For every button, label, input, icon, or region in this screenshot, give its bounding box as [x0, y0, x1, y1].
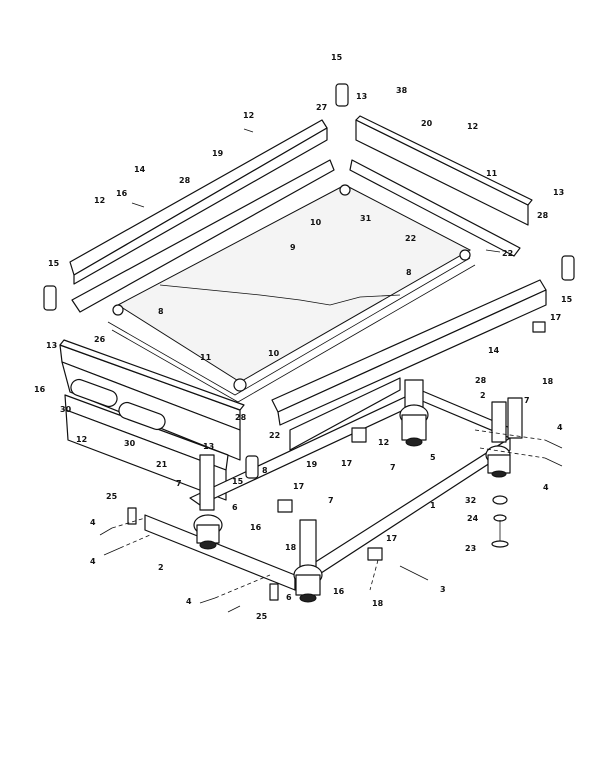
callout-19: 19 [306, 460, 318, 469]
callout-7: 7 [176, 479, 182, 488]
callout-5: 5 [430, 453, 436, 462]
callout-16: 16 [34, 385, 46, 394]
corner-pocket-center [245, 455, 259, 479]
apron-front-right [289, 377, 401, 451]
callout-21: 21 [156, 460, 168, 469]
callout-28: 28 [475, 376, 487, 385]
callout-1: 1 [430, 501, 436, 510]
callout-18: 18 [285, 543, 297, 552]
rail-front-right [271, 279, 547, 426]
callout-11: 11 [200, 353, 212, 362]
callout-15: 15 [331, 53, 343, 62]
leg-post-right [507, 397, 523, 439]
callout-6: 6 [286, 593, 292, 602]
rail-back-left [69, 119, 328, 285]
callout-7: 7 [390, 463, 396, 472]
callout-15: 15 [232, 477, 244, 486]
callout-28: 28 [537, 211, 549, 220]
callout-2: 2 [158, 563, 164, 572]
callout-30: 30 [60, 405, 72, 414]
callout-3: 3 [440, 585, 446, 594]
callout-8: 8 [158, 307, 164, 316]
bolt-set [99, 128, 563, 613]
corner-pocket-right [561, 255, 575, 281]
rail-back-right [355, 115, 533, 226]
ball-return-slot-right [118, 401, 166, 431]
callout-9: 9 [290, 243, 296, 252]
callout-12: 12 [76, 435, 87, 444]
callout-12: 12 [378, 438, 389, 447]
corner-pocket-left [43, 285, 57, 311]
callout-7: 7 [524, 396, 530, 405]
callout-28: 28 [179, 176, 191, 185]
corner-pocket-top [335, 83, 349, 107]
callout-2: 2 [480, 391, 486, 400]
callout-13: 13 [46, 341, 57, 350]
callout-31: 31 [360, 214, 372, 223]
callout-22: 22 [405, 234, 416, 243]
leg-leveler [491, 495, 509, 548]
callout-25: 25 [106, 492, 118, 501]
spacer-blocks [127, 507, 279, 601]
callout-labels: 1 2 2 3 4 4 4 4 4 5 6 6 7 7 7 7 8 8 8 9 … [34, 53, 573, 621]
callout-16: 16 [116, 189, 128, 198]
callout-17: 17 [550, 313, 561, 322]
callout-20: 20 [421, 119, 433, 128]
callout-13: 13 [203, 442, 214, 451]
callout-15: 15 [48, 259, 60, 268]
callout-38: 38 [396, 86, 408, 95]
bracket-center [277, 321, 546, 561]
callout-12: 12 [467, 122, 478, 131]
callout-8: 8 [262, 466, 268, 475]
callout-10: 10 [268, 349, 280, 358]
ball-return-slot-left [70, 378, 118, 408]
callout-27: 27 [316, 103, 327, 112]
callout-4: 4 [90, 518, 96, 527]
callout-4: 4 [557, 423, 563, 432]
callout-4: 4 [186, 597, 192, 606]
callout-17: 17 [341, 459, 352, 468]
callout-4: 4 [543, 483, 549, 492]
callout-22: 22 [502, 249, 513, 258]
callout-19: 19 [212, 149, 224, 158]
callout-28: 28 [235, 413, 247, 422]
assembly-lines [111, 429, 546, 599]
callout-6: 6 [232, 503, 238, 512]
callout-8: 8 [406, 268, 412, 277]
callout-16: 16 [250, 523, 262, 532]
callout-32: 32 [465, 496, 476, 505]
callout-24: 24 [467, 514, 479, 523]
callout-23: 23 [465, 544, 476, 553]
callout-15: 15 [561, 295, 573, 304]
callout-12: 12 [94, 196, 105, 205]
callout-4: 4 [90, 557, 96, 566]
callout-25: 25 [256, 612, 268, 621]
callout-30: 30 [124, 439, 136, 448]
callout-14: 14 [488, 346, 500, 355]
slate-playfield [107, 184, 476, 403]
callout-10: 10 [310, 218, 322, 227]
callout-7: 7 [328, 496, 334, 505]
callout-12: 12 [243, 111, 254, 120]
callout-22: 22 [269, 431, 280, 440]
leg-center-front [293, 519, 323, 603]
callout-18: 18 [542, 377, 554, 386]
callout-17: 17 [293, 482, 304, 491]
leg-right-back [485, 401, 511, 478]
leg-left-front [193, 454, 223, 550]
callout-16: 16 [333, 587, 345, 596]
cushion-back-left [71, 159, 335, 313]
callout-11: 11 [486, 169, 498, 178]
cushion-back-right [349, 159, 521, 257]
callout-13: 13 [553, 188, 564, 197]
callout-14: 14 [134, 165, 146, 174]
apron-front-left [64, 394, 229, 501]
callout-18: 18 [372, 599, 384, 608]
callout-17: 17 [386, 534, 397, 543]
leg-back-center [399, 379, 429, 447]
callout-26: 26 [94, 335, 106, 344]
callout-13: 13 [356, 92, 367, 101]
